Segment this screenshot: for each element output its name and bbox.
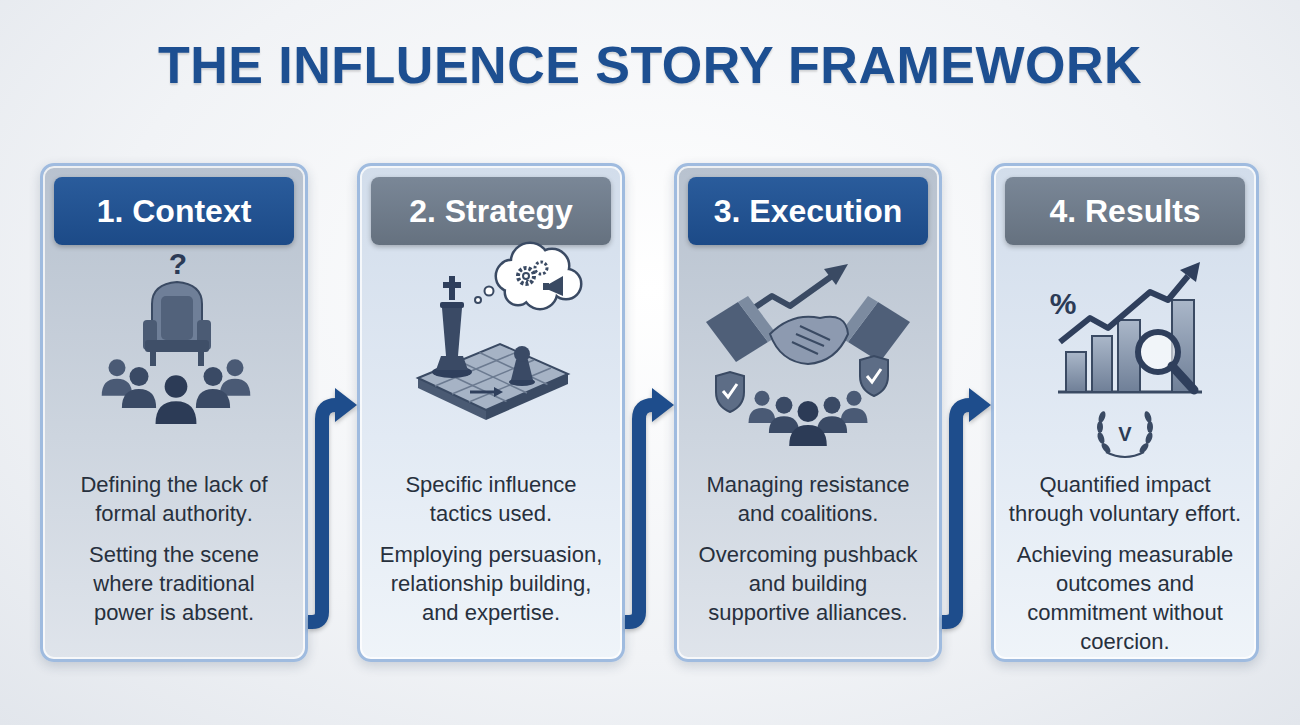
- diagram-title: THE INFLUENCE STORY FRAMEWORK: [0, 35, 1300, 95]
- step-description: Managing resistance and coalitions.: [697, 470, 919, 528]
- flow-arrow-head: [969, 388, 991, 422]
- flow-arrow-shaft: [942, 405, 971, 622]
- flow-arrow-head: [652, 388, 674, 422]
- flow-arrow: [625, 388, 674, 622]
- step-panel: Quantified impact through voluntary effo…: [991, 163, 1259, 662]
- step-header: 3. Execution: [688, 177, 928, 245]
- step-panel: Specific influence tactics used. Employin…: [357, 163, 625, 662]
- flow-arrow: [942, 388, 991, 622]
- flow-arrow: [308, 388, 357, 622]
- step-heading: 1. Context: [97, 192, 252, 230]
- step-panel: Managing resistance and coalitions. Overc…: [674, 163, 942, 662]
- step-description: Quantified impact through voluntary effo…: [1005, 470, 1245, 528]
- icon-label: %: [1023, 286, 1103, 322]
- flow-arrow-shaft: [308, 405, 337, 622]
- step-description: Setting the scene where traditional powe…: [67, 540, 282, 627]
- step-header: 4. Results: [1005, 177, 1245, 245]
- step-heading: 4. Results: [1049, 192, 1200, 230]
- flow-arrow-head: [335, 388, 357, 422]
- step-header: 2. Strategy: [371, 177, 611, 245]
- step-description: Employing persuasion, relationship build…: [376, 540, 606, 627]
- icon-label: ?: [138, 246, 218, 282]
- step-description: Overcoming pushback and building support…: [697, 540, 919, 627]
- step-description: Defining the lack of formal authority.: [67, 470, 282, 528]
- step-panel: Defining the lack of formal authority. Se…: [40, 163, 308, 662]
- step-heading: 2. Strategy: [409, 192, 573, 230]
- step-description: Specific influence tactics used.: [376, 470, 606, 528]
- flow-arrow-shaft: [625, 405, 654, 622]
- icon-label: V: [1085, 422, 1165, 446]
- step-description: Achieving measurable outcomes and commit…: [1005, 540, 1245, 656]
- step-heading: 3. Execution: [714, 192, 903, 230]
- step-header: 1. Context: [54, 177, 294, 245]
